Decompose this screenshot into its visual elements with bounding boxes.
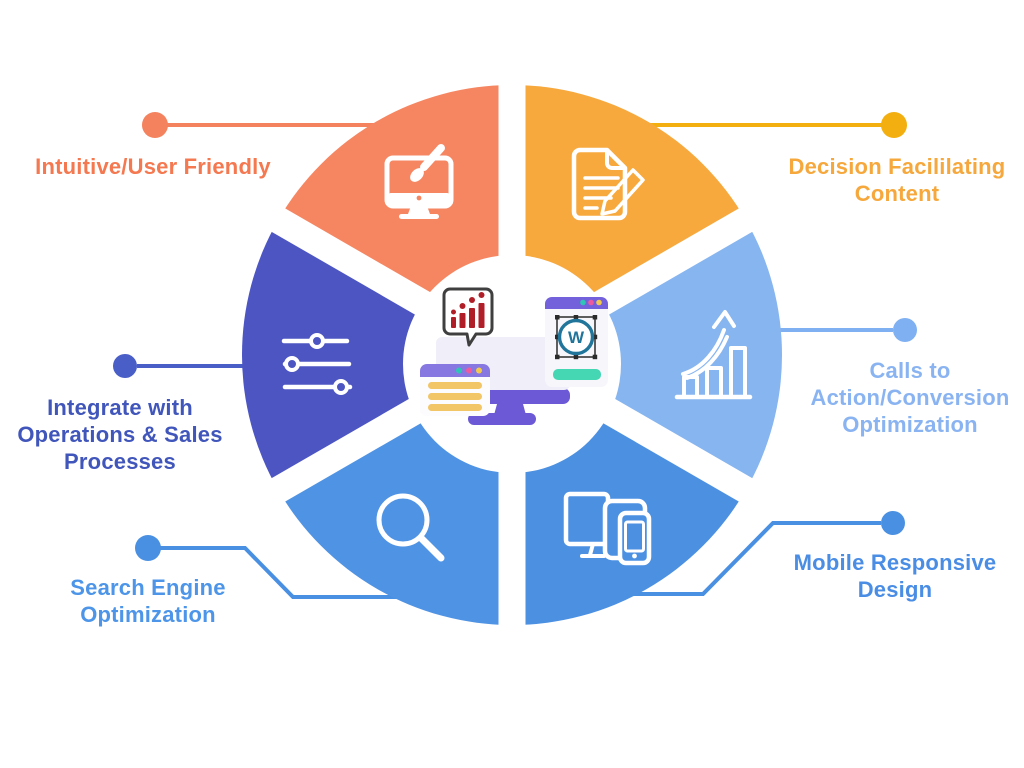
bubble-bar-chart: [451, 292, 485, 328]
center-illustration: W: [403, 255, 621, 473]
analytics-speech-bubble: [442, 287, 494, 347]
label-line: Search Engine: [70, 575, 226, 600]
connector-dot-intuitive: [142, 112, 168, 138]
monitor-neck: [494, 404, 526, 415]
label-line: Operations & Sales: [17, 422, 223, 447]
browser-dot-yellow: [476, 367, 482, 374]
connector-dot-mobile: [881, 511, 905, 535]
label-calls-to-action: Calls to Action/Conversion Optimization: [780, 357, 1024, 438]
magnifier-icon: [376, 493, 445, 562]
monitor-paintbrush-icon: [384, 144, 454, 219]
connectors: [137, 123, 893, 599]
monitor-base: [468, 413, 536, 425]
connector-dots: [113, 112, 917, 561]
sliders-icon: [281, 333, 353, 395]
teal-bar: [553, 369, 601, 380]
label-mobile-responsive-design: Mobile Responsive Design: [765, 549, 1024, 603]
connector-dot-search: [135, 535, 161, 561]
connector-search: [160, 546, 445, 599]
wp-dot-yellow: [596, 299, 602, 306]
label-line: Optimization: [80, 602, 216, 627]
label-line: Action/Conversion: [810, 385, 1010, 410]
wp-dot-pink: [588, 299, 594, 306]
connector-dot-integrate: [113, 354, 137, 378]
wordpress-logo-letter: W: [568, 328, 585, 347]
wedge-integrate: [241, 220, 512, 490]
label-line: Optimization: [842, 412, 978, 437]
connector-dot-calls: [893, 318, 917, 342]
label-line: Mobile Responsive: [793, 550, 997, 575]
label-intuitive-user-friendly: Intuitive/User Friendly: [13, 153, 293, 180]
selection-handles: [555, 315, 598, 360]
document-pencil-icon: [571, 147, 645, 221]
growth-chart-arrow-icon: [674, 310, 753, 400]
label-line: Integrate with: [47, 395, 193, 420]
browser-dot-pink: [466, 367, 472, 374]
wedge-calls: [512, 220, 783, 490]
label-decision-facililating-content: Decision Facililating Content: [767, 153, 1024, 207]
label-integrate-operations-sales: Integrate with Operations & Sales Proces…: [0, 394, 240, 475]
connector-dot-decision: [881, 112, 907, 138]
label-line: Intuitive/User Friendly: [35, 154, 271, 179]
label-line: Calls to: [869, 358, 951, 383]
browser-card: [420, 364, 490, 416]
wp-dot-teal: [580, 299, 586, 306]
browser-dot-teal: [456, 367, 462, 374]
label-line: Design: [857, 577, 933, 602]
wordpress-card: W: [545, 297, 608, 387]
label-line: Processes: [64, 449, 176, 474]
label-line: Decision Facililating: [788, 154, 1006, 179]
responsive-devices-icon: [563, 491, 652, 566]
label-search-engine-optimization: Search Engine Optimization: [18, 574, 278, 628]
label-line: Content: [854, 181, 940, 206]
connector-mobile: [628, 521, 881, 596]
wordpress-logo-icon: [557, 318, 595, 356]
